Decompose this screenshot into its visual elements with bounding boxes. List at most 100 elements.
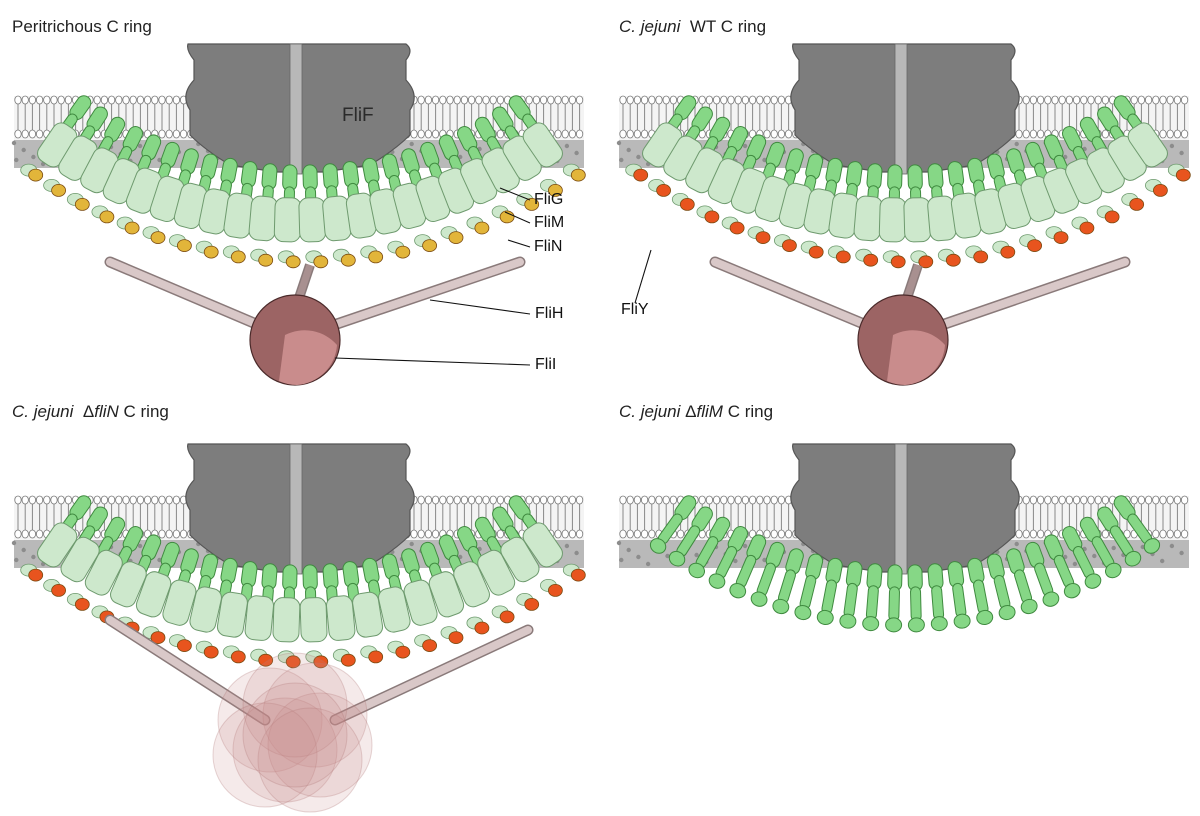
lipid-head-top xyxy=(136,495,144,505)
membrane-dot xyxy=(742,543,748,549)
lipid-head-bottom xyxy=(431,129,440,139)
lipid-head-top xyxy=(640,495,649,505)
flim-body xyxy=(403,579,438,626)
fliy-bead xyxy=(973,250,989,264)
flig-ring xyxy=(649,495,1161,633)
lipid-head-top xyxy=(655,95,663,105)
flig-knob xyxy=(907,617,925,633)
flim-body xyxy=(428,571,465,618)
lipid-head-top xyxy=(734,95,742,105)
lipid-head-bottom xyxy=(785,529,793,539)
lipid-head-bottom xyxy=(172,529,180,539)
flii-ghost xyxy=(212,702,318,808)
lipid-head-top xyxy=(165,95,173,105)
lipid-head-top xyxy=(1137,95,1146,105)
fliy-bead xyxy=(1129,197,1145,211)
lipid-head-bottom xyxy=(633,129,642,139)
flig-stalk xyxy=(910,586,922,622)
lipid-head-top xyxy=(539,495,548,505)
flin-bead xyxy=(28,168,44,182)
fliy-ring xyxy=(20,563,586,669)
lipid-head-top xyxy=(698,495,706,505)
panel-dflim: C. jejuni ΔfliM C ring xyxy=(605,402,1200,816)
scene-dflin xyxy=(11,443,586,813)
flih-rod-right-fill xyxy=(331,626,532,724)
membrane-dot xyxy=(616,540,622,546)
label-flim: FliM xyxy=(534,214,565,231)
lipid-head-top xyxy=(525,95,533,105)
lipid-head-bottom xyxy=(424,129,432,139)
flig-subunit xyxy=(688,516,731,579)
lipid-head-top xyxy=(43,495,51,505)
lipid-head-top xyxy=(446,495,454,505)
flig-subunit xyxy=(947,161,965,206)
flig-subunit xyxy=(708,526,748,589)
lipid-head-bottom xyxy=(1036,129,1045,139)
flim-subunit xyxy=(216,591,248,638)
lipid-head-top xyxy=(1166,95,1174,105)
flig-knob xyxy=(1042,591,1060,607)
leader-flih xyxy=(429,299,531,315)
lipid-head-top xyxy=(496,495,504,505)
membrane-dot xyxy=(733,558,738,564)
lipid-head-top xyxy=(50,95,58,105)
flim-body xyxy=(216,591,248,638)
lipid-head-top xyxy=(1044,495,1052,505)
fliy-bead xyxy=(781,239,797,253)
flin-bead xyxy=(368,250,384,264)
lipid-head-top xyxy=(756,95,764,105)
flim-body xyxy=(477,549,516,596)
lipid-head-top xyxy=(108,495,116,505)
flig-subunit xyxy=(750,541,785,607)
membrane-dot xyxy=(762,157,767,163)
flim-body xyxy=(853,195,883,242)
fliy-bead xyxy=(729,221,745,235)
lipid-head-top xyxy=(108,95,116,105)
flim-subunit xyxy=(352,591,384,638)
flin-bead xyxy=(99,210,115,224)
lipid-head-top xyxy=(1029,95,1037,105)
scene-group xyxy=(616,443,1189,633)
flif-protein xyxy=(790,443,1020,575)
scene-group xyxy=(616,43,1191,386)
lipid-head-bottom xyxy=(35,129,44,139)
flih-rods xyxy=(104,614,534,726)
flim-subunit xyxy=(162,579,197,626)
flif-channel xyxy=(894,443,908,575)
lipid-head-bottom xyxy=(1036,529,1045,539)
lipid-head-top xyxy=(43,95,51,105)
fliy-bead xyxy=(1000,245,1016,259)
flig-knob xyxy=(930,616,948,632)
lipid-head-top xyxy=(1101,495,1109,505)
flig-subunit xyxy=(1006,148,1029,192)
flig-knob xyxy=(729,583,747,599)
fliy-bead xyxy=(656,183,671,197)
lipid-head-top xyxy=(1036,495,1045,505)
membrane-dot xyxy=(636,154,641,160)
lipid-head-top xyxy=(417,495,425,505)
lipid-head-top xyxy=(568,95,577,105)
flig-stalk xyxy=(993,574,1011,610)
flif-protein xyxy=(185,443,415,575)
lipid-head-top xyxy=(705,95,714,105)
flii-ghost xyxy=(242,652,348,758)
flig-stalk xyxy=(843,582,858,618)
membrane-dot xyxy=(11,140,17,146)
flim-subunit xyxy=(325,595,356,641)
membrane-dot xyxy=(626,547,631,553)
lipid-head-bottom xyxy=(1166,129,1174,139)
lipid-head-bottom xyxy=(640,529,649,539)
flig-subunit xyxy=(839,561,863,629)
lipid-head-top xyxy=(669,495,678,505)
lipid-head-bottom xyxy=(165,129,173,139)
flig-knob xyxy=(1143,538,1161,554)
membrane-dot xyxy=(1014,541,1019,547)
lipid-head-bottom xyxy=(1015,529,1023,539)
flim-subunit xyxy=(189,586,222,633)
lipid-head-top xyxy=(633,495,642,505)
lipid-head-bottom xyxy=(1180,529,1189,539)
panel-title: C. jejuni WT C ring xyxy=(619,17,767,36)
lipid-head-top xyxy=(1072,495,1081,505)
flig-subunit xyxy=(649,495,697,554)
lipid-head-top xyxy=(28,495,37,505)
